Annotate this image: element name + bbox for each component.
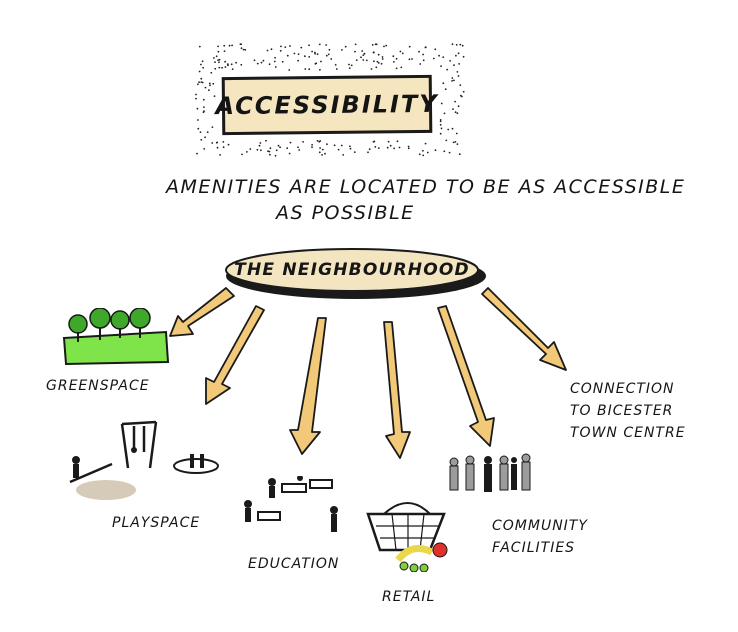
- playground-icon: [69, 420, 219, 500]
- arrow-to-retail: [383, 321, 411, 459]
- people-group-icon: [449, 453, 531, 492]
- hub-label: THE NEIGHBOURHOOD: [234, 260, 470, 280]
- shopping-basket-icon: [366, 502, 448, 572]
- community-label: COMMUNITY FACILITIES: [492, 515, 588, 559]
- playspace-label: PLAYSPACE: [112, 515, 201, 531]
- subtitle-line-1: AMENITIES ARE LOCATED TO BE AS ACCESSIBL…: [166, 176, 686, 198]
- greenspace-label: GREENSPACE: [46, 378, 150, 394]
- arrow-to-connection: [481, 287, 567, 371]
- arrow-to-greenspace: [169, 287, 235, 337]
- trees-park-icon: [62, 308, 170, 366]
- community-label-line-1: COMMUNITY: [492, 518, 588, 534]
- classroom-icon: [244, 476, 338, 532]
- retail-label: RETAIL: [382, 589, 436, 605]
- education-label: EDUCATION: [248, 556, 340, 572]
- arrow-to-education: [289, 317, 327, 455]
- hub-node: THE NEIGHBOURHOOD: [228, 247, 476, 293]
- connection-label-line-1: CONNECTION: [570, 381, 675, 397]
- connection-label: CONNECTION TO BICESTER TOWN CENTRE: [570, 378, 686, 444]
- connection-label-line-2: TO BICESTER: [570, 403, 674, 419]
- arrow-to-playspace: [205, 305, 265, 405]
- community-label-line-2: FACILITIES: [492, 540, 576, 556]
- connection-label-line-3: TOWN CENTRE: [570, 425, 686, 441]
- subtitle-line-2: AS POSSIBLE: [276, 202, 415, 224]
- arrow-to-community: [437, 305, 495, 447]
